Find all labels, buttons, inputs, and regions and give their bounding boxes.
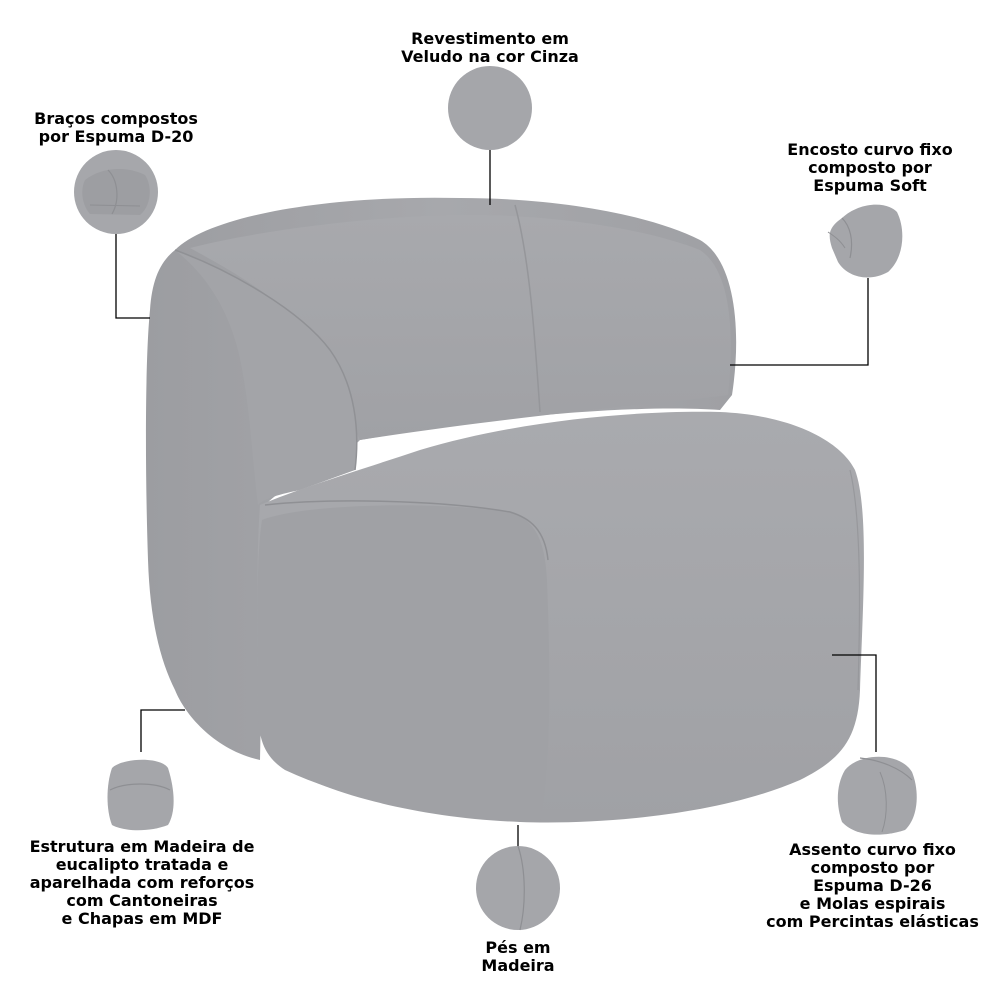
covering-swatch <box>448 66 532 150</box>
feet-label: Pés em Madeira <box>440 939 596 975</box>
structure-line <box>140 709 185 752</box>
seat-label-line: e Molas espirais <box>799 894 946 913</box>
callout-lines <box>115 150 877 855</box>
feet-label-line: Madeira <box>481 956 555 975</box>
backrest-label-line: composto por <box>808 158 932 177</box>
seat-line <box>832 654 877 752</box>
structure-label: Estrutura em Madeira de eucalipto tratad… <box>0 838 284 928</box>
armchair <box>145 197 864 823</box>
seat-swatch <box>837 756 917 835</box>
structure-swatch <box>107 759 174 831</box>
feet-swatch <box>476 845 560 931</box>
structure-label-line: Estrutura em Madeira de <box>29 837 255 856</box>
backrest-swatch <box>827 204 903 278</box>
seat-label-line: Espuma D-26 <box>813 876 932 895</box>
backrest-line <box>730 278 869 366</box>
backrest-label-line: Encosto curvo fixo <box>787 140 953 159</box>
structure-label-line: e Chapas em MDF <box>61 909 223 928</box>
arms-label-line: por Espuma D-20 <box>38 127 194 146</box>
armchair-seat-front <box>257 505 550 822</box>
arms-label-line: Braços compostos <box>34 109 198 128</box>
arms-line <box>115 234 150 319</box>
covering-label: Revestimento em Veludo na cor Cinza <box>340 30 640 66</box>
armchair-inner-back <box>190 215 731 440</box>
seat-label: Assento curvo fixo composto por Espuma D… <box>745 841 1000 931</box>
seat-label-line: composto por <box>810 858 935 877</box>
structure-label-line: aparelhada com reforços <box>29 873 255 892</box>
structure-label-line: com Cantoneiras <box>66 891 218 910</box>
backrest-label-line: Espuma Soft <box>813 176 927 195</box>
backrest-label: Encosto curvo fixo composto por Espuma S… <box>740 141 1000 195</box>
arms-swatch <box>74 150 158 234</box>
covering-label-line: Revestimento em <box>411 29 569 48</box>
seat-label-line: Assento curvo fixo <box>789 840 956 859</box>
seat-label-line: com Percintas elásticas <box>766 912 979 931</box>
covering-label-line: Veludo na cor Cinza <box>401 47 579 66</box>
structure-label-line: eucalipto tratada e <box>55 855 229 874</box>
arms-label: Braços compostos por Espuma D-20 <box>0 110 232 146</box>
feet-label-line: Pés em <box>485 938 551 957</box>
armchair-arm <box>175 250 357 505</box>
